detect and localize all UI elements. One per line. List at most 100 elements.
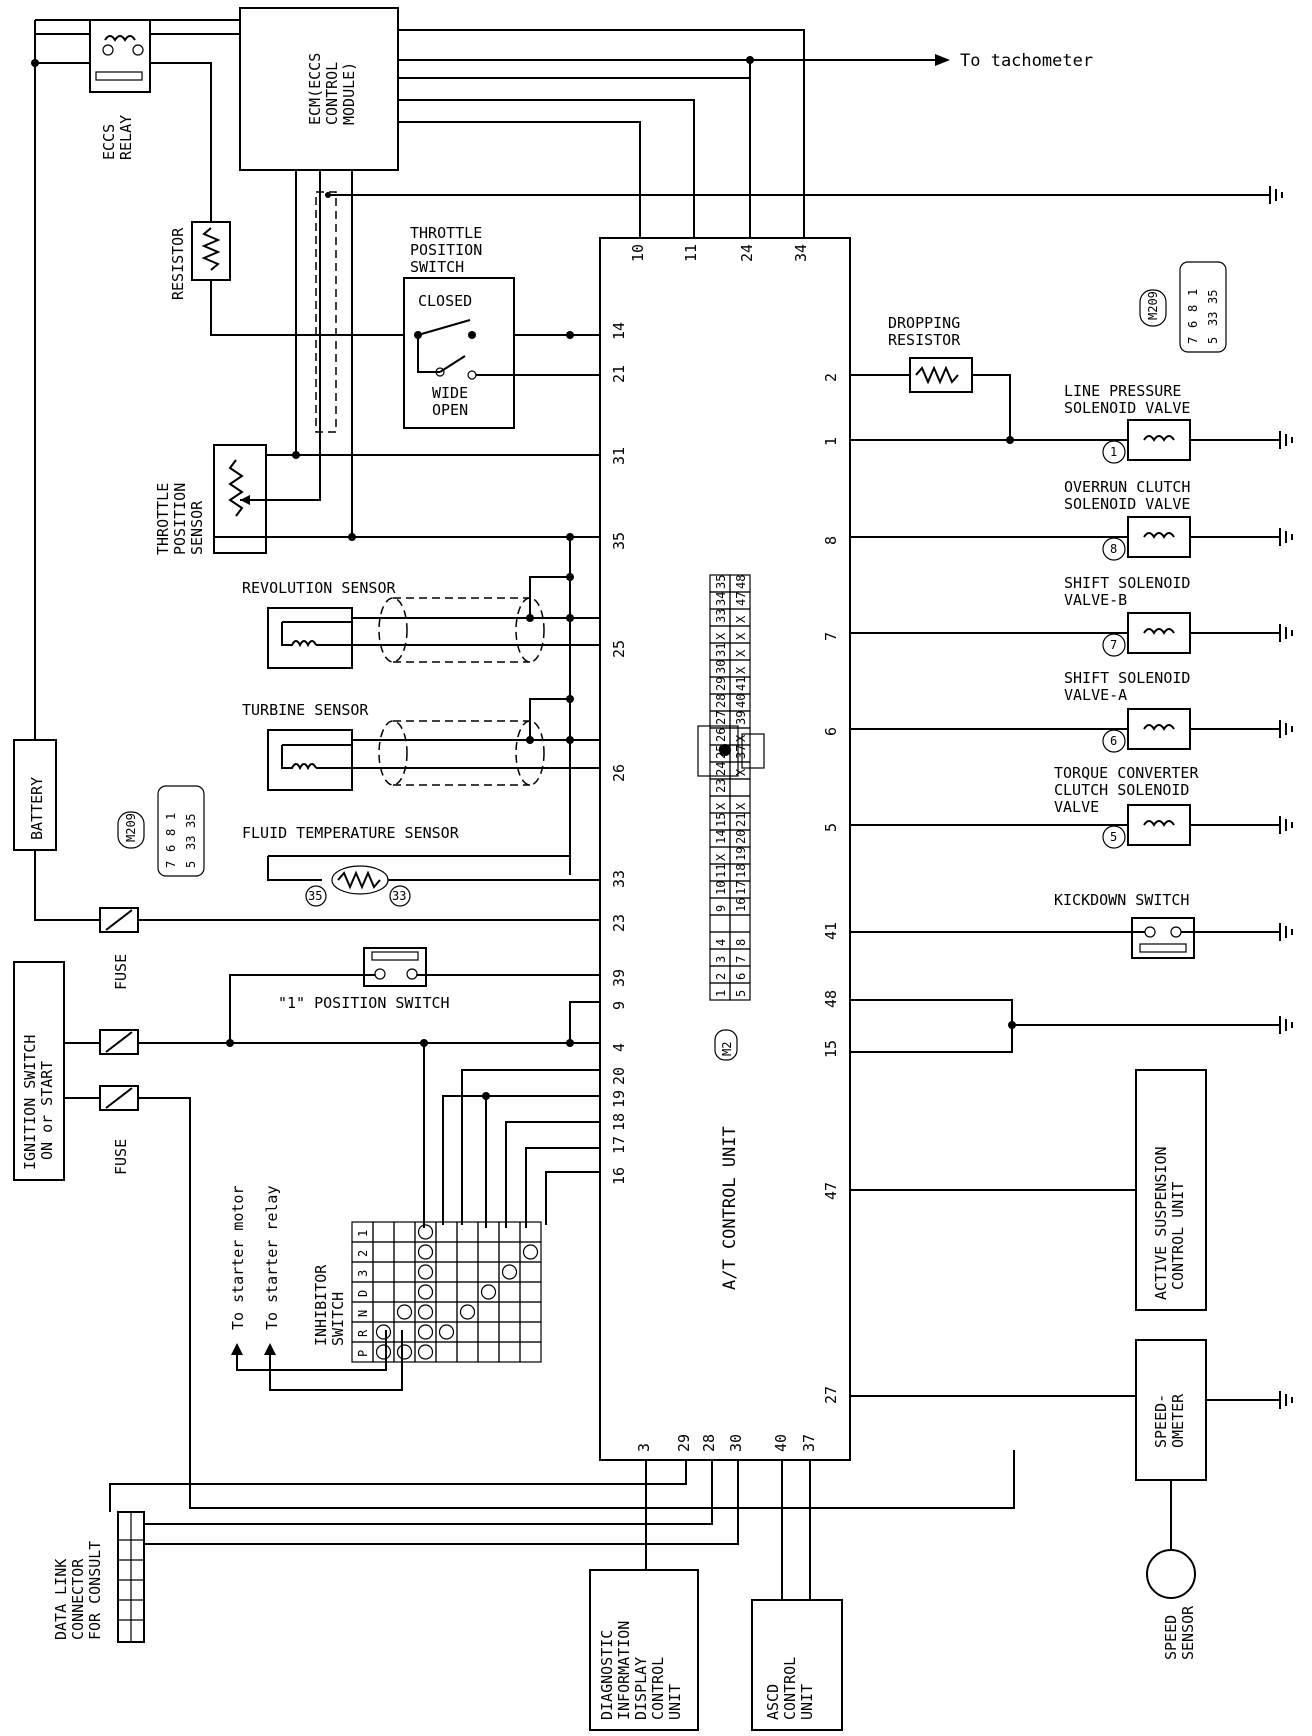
- m2-cell-label: X: [734, 734, 748, 742]
- resistor-box: [191, 221, 231, 281]
- inhibitor-contact: [396, 1344, 413, 1360]
- starter-motor-label: To starter motor: [229, 1186, 247, 1331]
- inhibitor-cell: [477, 1341, 500, 1363]
- inhibitor-cell: [393, 1221, 416, 1243]
- inhibitor-col-label: 1: [356, 1230, 370, 1237]
- m209-pin: 35: [1206, 290, 1220, 304]
- right-pins: 2 1 8 7 6 5 41 48 15 47 27: [822, 373, 840, 1404]
- m2-cell-label: X: [734, 802, 748, 810]
- solenoid-label-line: LINE PRESSURE: [1064, 382, 1181, 400]
- inhibitor-contact: [501, 1264, 518, 1280]
- m209-label: M209: [124, 813, 138, 842]
- m2-cell-label: 41: [734, 677, 748, 691]
- m2-cell-label: 4: [714, 939, 728, 946]
- pin-label: 20: [610, 1067, 628, 1085]
- m2-cell-label: 40: [734, 694, 748, 708]
- active-suspension-label-line: CONTROL UNIT: [1169, 1182, 1187, 1290]
- inhibitor-col-label: N: [356, 1310, 370, 1317]
- m2-connector-badge: M2: [714, 1029, 738, 1061]
- inhibitor-cell: [456, 1321, 479, 1343]
- m2-cell-label: 48: [734, 575, 748, 589]
- battery-label: BATTERY: [28, 777, 46, 840]
- m2-cell-label: 7: [734, 956, 748, 963]
- pin-label: 33: [610, 870, 628, 888]
- pin-label: 17: [610, 1136, 628, 1154]
- fuse-label-2: FUSE: [112, 1139, 130, 1175]
- m2-cell-label: X: [734, 615, 748, 623]
- m209-pin: 5: [1206, 337, 1220, 344]
- m2-cell-label: 27: [714, 711, 728, 725]
- inhibitor-contact: [417, 1304, 434, 1320]
- inhibitor-cell: [519, 1281, 542, 1303]
- data-link-grid: [118, 1512, 144, 1642]
- dropping-resistor-box: [909, 357, 973, 393]
- inhibitor-contact: [522, 1244, 539, 1260]
- dropping-resistor-label: DROPPING RESISTOR: [888, 314, 961, 349]
- pin-label: 19: [610, 1090, 628, 1108]
- m2-cell-label: 8: [734, 939, 748, 946]
- inhibitor-cell: [393, 1321, 416, 1343]
- m2-cell: [729, 574, 751, 593]
- active-suspension-box: [1135, 1069, 1207, 1311]
- inhibitor-col-label: D: [356, 1290, 370, 1297]
- data-link-label-line: DATA LINK: [52, 1559, 70, 1640]
- inhibitor-col-label: 2: [356, 1250, 370, 1257]
- speedometer-label: SPEED- OMETER: [1152, 1393, 1187, 1448]
- pin-label: 2: [822, 373, 840, 382]
- inhibitor-cell: [498, 1301, 521, 1323]
- m2-cell-label: 24: [714, 762, 728, 776]
- closed-label: CLOSED: [418, 292, 472, 310]
- ascd-unit-label: ASCD CONTROL UNIT: [764, 1657, 816, 1720]
- diag-label-line: DISPLAY: [632, 1657, 650, 1720]
- coil-icon: [1143, 532, 1175, 539]
- solenoid-pin-label: 7: [1110, 638, 1117, 652]
- speed-sensor-label: SPEED SENSOR: [1162, 1605, 1197, 1660]
- fluid-pin: 35: [308, 889, 322, 903]
- solenoid-pin-label: 5: [1110, 830, 1117, 844]
- inhibitor-cell: [519, 1321, 542, 1343]
- inhibitor-cell: [519, 1221, 542, 1243]
- ignition-switch-label: IGNITION SWITCH ON or START: [21, 1035, 56, 1170]
- at-control-unit-box: [599, 237, 851, 1461]
- pin-label: 8: [822, 536, 840, 545]
- m2-cell-label: X: [734, 649, 748, 657]
- pin-label: 21: [610, 365, 628, 383]
- m2-cell-label: 21: [734, 813, 748, 827]
- solenoid-body: [1127, 516, 1191, 558]
- pin-label: 35: [610, 532, 628, 550]
- inhibitor-contact: [417, 1264, 434, 1280]
- turbine-sensor-box: [267, 729, 353, 791]
- pin-label: 28: [700, 1434, 718, 1452]
- inhibitor-cell: [519, 1261, 542, 1283]
- pin-label: 27: [822, 1386, 840, 1404]
- m2-cell-label: X: [734, 666, 748, 674]
- ascd-unit-box: [751, 1599, 843, 1731]
- throttle-sensor-label-line: POSITION: [171, 483, 189, 555]
- inhibitor-cell: [393, 1281, 416, 1303]
- eccs-relay-label-line: ECCS: [100, 124, 118, 160]
- inhibitor-contact: [480, 1284, 497, 1300]
- solenoid-body: [1127, 708, 1191, 750]
- pin-label: 31: [610, 447, 628, 465]
- dropping-label-line: RESISTOR: [888, 331, 961, 349]
- m209-pin: 8: [1186, 305, 1200, 312]
- speed-sensor-icon: [1146, 1549, 1196, 1599]
- pin-label: 14: [610, 322, 628, 340]
- solenoid-body: [1127, 419, 1191, 461]
- m2-cell-label: 34: [714, 592, 728, 606]
- inhibitor-cell: [435, 1341, 458, 1363]
- solenoid-pin-label: 1: [1110, 445, 1117, 459]
- inhibitor-cell: [372, 1261, 395, 1283]
- m2-cell-label: 19: [734, 847, 748, 861]
- ascd-label-line: CONTROL: [781, 1657, 799, 1720]
- inhibitor-cell: [372, 1281, 395, 1303]
- ecm-label: ECM(ECCS CONTROL MODULE): [306, 53, 358, 125]
- inhibitor-label-line: INHIBITOR: [312, 1264, 330, 1346]
- solenoid-label-line: TORQUE CONVERTER: [1054, 764, 1199, 782]
- pin-label: 40: [772, 1434, 790, 1452]
- m209-pin: 1: [164, 813, 178, 820]
- ecm-label-line: ECM(ECCS: [306, 53, 324, 125]
- m2-cell-label: 11: [714, 864, 728, 878]
